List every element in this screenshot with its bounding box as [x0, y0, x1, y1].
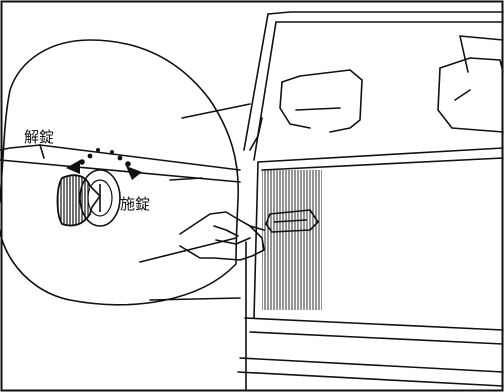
seat-outline [279, 57, 504, 133]
unlock-label: 解錠 [24, 128, 55, 146]
lock-arrow-icon [110, 150, 142, 180]
door-panel [253, 147, 504, 319]
unlock-arrow-icon [66, 148, 100, 174]
zoom-circle [0, 39, 240, 306]
key-head-icon [56, 174, 102, 227]
zoom-connector-top [181, 103, 251, 119]
lock-label: 施錠 [120, 195, 151, 213]
rear-window [459, 35, 504, 73]
zoom-connector-middle [169, 177, 203, 181]
door-hatching [262, 170, 322, 310]
car-body [0, 11, 504, 391]
hand-with-key [179, 211, 265, 261]
